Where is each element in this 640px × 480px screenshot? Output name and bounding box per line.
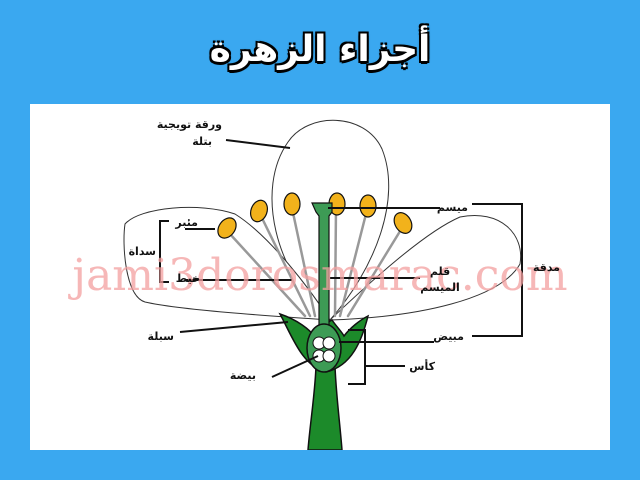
label-petal-line1: ورقة تويجية xyxy=(157,118,222,131)
petal-right xyxy=(328,215,522,321)
anther-3 xyxy=(283,192,301,216)
ovule-leader xyxy=(271,355,319,378)
filament-2 xyxy=(258,212,312,318)
filament-1 xyxy=(228,232,307,318)
filaments xyxy=(228,205,404,318)
anther-6 xyxy=(393,212,413,234)
label-pistil: مدقة xyxy=(533,261,560,274)
flower-diagram: jami3dorosmarac.com ورقة تويجية بتلة مئب… xyxy=(67,118,568,450)
ovary xyxy=(306,323,342,373)
label-style-line2: الميسم xyxy=(420,281,460,294)
anther-2 xyxy=(249,199,269,223)
label-petal-line2: بتلة xyxy=(192,135,212,148)
label-ovary: مبيض xyxy=(433,330,464,343)
sepal-leader xyxy=(179,321,289,333)
anther-1 xyxy=(217,217,237,239)
filament-4 xyxy=(333,205,338,318)
petal-leader xyxy=(225,139,291,149)
label-filament: خيط xyxy=(176,272,200,285)
calyx-bracket xyxy=(348,329,366,385)
label-anther: مئبر xyxy=(174,216,198,229)
filament-5 xyxy=(338,208,369,318)
watermark-text: jami3dorosmarac.com xyxy=(67,250,567,301)
label-sepal: سبلة xyxy=(148,330,174,343)
filament-6 xyxy=(346,226,404,318)
stem xyxy=(307,365,343,450)
petal-top xyxy=(271,119,390,321)
anthers xyxy=(217,192,413,239)
label-ovule: بيضة xyxy=(230,369,256,382)
anther-5 xyxy=(359,194,377,218)
leader-lines xyxy=(159,139,523,385)
pistil-bracket xyxy=(472,203,523,337)
ovule-2 xyxy=(322,336,336,350)
stamen-bracket xyxy=(159,220,169,283)
filament-3 xyxy=(290,206,317,318)
label-style-line1: قلم xyxy=(430,265,450,278)
ovules xyxy=(312,336,336,363)
diagram-panel: jami3dorosmarac.com ورقة تويجية بتلة مئب… xyxy=(30,104,610,450)
page-title: أجزاء الزهرة xyxy=(209,29,431,70)
label-stigma: ميسم xyxy=(437,201,468,214)
ovule-4 xyxy=(322,349,336,363)
petal-left xyxy=(123,206,331,321)
label-stamen: سداة xyxy=(129,245,156,258)
label-calyx: كأس xyxy=(409,359,435,373)
